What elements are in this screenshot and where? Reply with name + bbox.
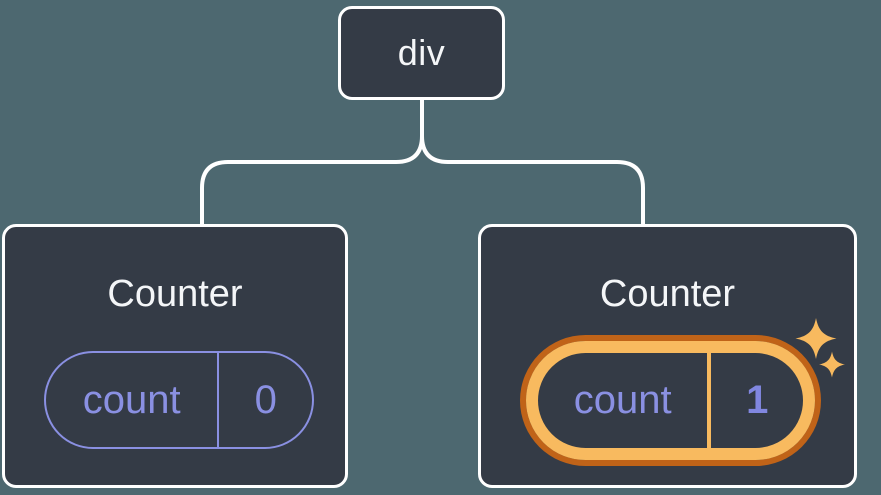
counter-title: Counter bbox=[599, 273, 736, 315]
state-pill: count 0 bbox=[44, 351, 314, 449]
counter-node-left: Counter count 0 bbox=[2, 224, 348, 488]
state-name-label: count bbox=[82, 377, 181, 422]
pill-divider bbox=[707, 353, 712, 448]
state-name-label: count bbox=[573, 378, 672, 422]
sparkle-icon bbox=[795, 318, 837, 359]
state-value: 0 bbox=[254, 377, 277, 422]
pill-divider bbox=[217, 353, 220, 447]
sparkle-icon bbox=[819, 351, 845, 378]
counter-title: Counter bbox=[107, 273, 243, 315]
root-node-div: div bbox=[338, 6, 505, 100]
root-node-label: div bbox=[397, 32, 446, 73]
state-value: 1 bbox=[746, 378, 769, 422]
state-pill-highlighted: count 1 bbox=[526, 341, 815, 460]
counter-node-right: Counter count 1 bbox=[478, 224, 857, 488]
